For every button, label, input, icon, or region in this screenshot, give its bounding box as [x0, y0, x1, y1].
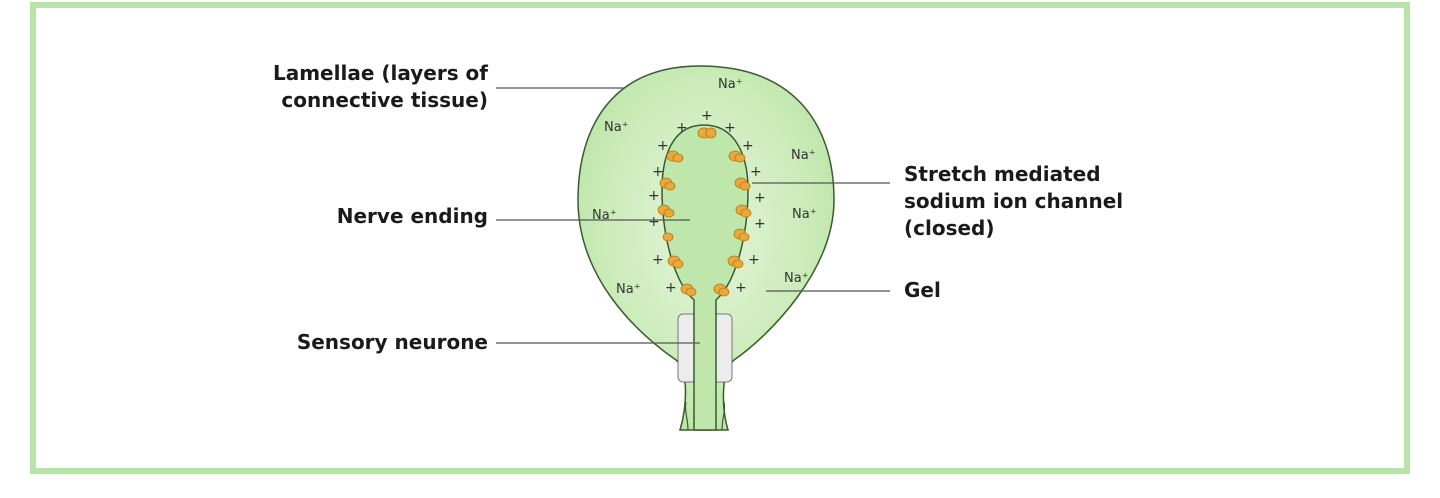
sodium-channel	[728, 150, 746, 163]
sodium-channel	[667, 255, 684, 269]
sodium-ion: Na⁺	[791, 148, 816, 163]
sodium-ion: Na⁺	[718, 77, 743, 92]
sodium-ion: Na⁺	[792, 207, 817, 222]
plus-charge: +	[748, 252, 760, 268]
sodium-ion: Na⁺	[784, 271, 809, 286]
plus-charge: +	[754, 216, 766, 232]
sodium-channel-label-line1: Stretch mediated	[904, 162, 1101, 186]
positive-charges: + + + + + + + + + + + + + + +	[648, 108, 766, 296]
lamellae-label-line1: Lamellae (layers of	[272, 61, 488, 85]
plus-charge: +	[724, 120, 736, 136]
sodium-ion: Na⁺	[616, 282, 641, 297]
sodium-channel	[733, 228, 750, 242]
sodium-channel	[735, 204, 752, 218]
stem-inner-left	[684, 401, 689, 431]
sodium-channel	[727, 255, 744, 269]
sodium-channel	[666, 150, 684, 163]
plus-charge: +	[648, 188, 660, 204]
plus-charge: +	[750, 164, 762, 180]
sodium-channel-label-line2: sodium ion channel	[904, 189, 1124, 213]
sodium-channel	[713, 283, 730, 297]
sodium-channel-label: Stretch mediated sodium ion channel (clo…	[904, 161, 1204, 242]
sodium-channel-label-line3: (closed)	[904, 216, 995, 240]
plus-charge: +	[701, 108, 713, 124]
lamellae-label-line2: connective tissue)	[281, 88, 488, 112]
sodium-channel	[659, 177, 676, 191]
plus-charge: +	[742, 138, 754, 154]
plus-charge: +	[735, 280, 747, 296]
diagram-frame	[30, 2, 1410, 474]
sodium-ions: Na⁺ Na⁺ Na⁺ Na⁺ Na⁺ Na⁺ Na⁺	[592, 77, 817, 297]
leader-lines	[496, 87, 890, 344]
plus-charge: +	[676, 120, 688, 136]
nerve-ending-label: Nerve ending	[336, 204, 488, 228]
lamellae-label: Lamellae (layers of connective tissue)	[240, 60, 488, 114]
plus-charge: +	[648, 214, 660, 230]
sodium-ion: Na⁺	[592, 208, 617, 223]
sodium-channel	[657, 204, 675, 218]
sensory-neurone-label: Sensory neurone	[296, 330, 488, 354]
sodium-ion: Na⁺	[604, 120, 629, 135]
sodium-channels	[657, 127, 752, 297]
stem-inner-right	[721, 401, 726, 431]
sodium-channel	[697, 127, 717, 139]
plus-charge: +	[754, 190, 766, 206]
plus-charge: +	[652, 252, 664, 268]
plus-charge: +	[652, 164, 664, 180]
sodium-channel	[734, 177, 751, 191]
sodium-channel	[680, 283, 697, 297]
sodium-channel	[662, 232, 674, 242]
plus-charge: +	[665, 280, 677, 296]
plus-charge: +	[657, 138, 669, 154]
gel-label: Gel	[904, 278, 941, 302]
